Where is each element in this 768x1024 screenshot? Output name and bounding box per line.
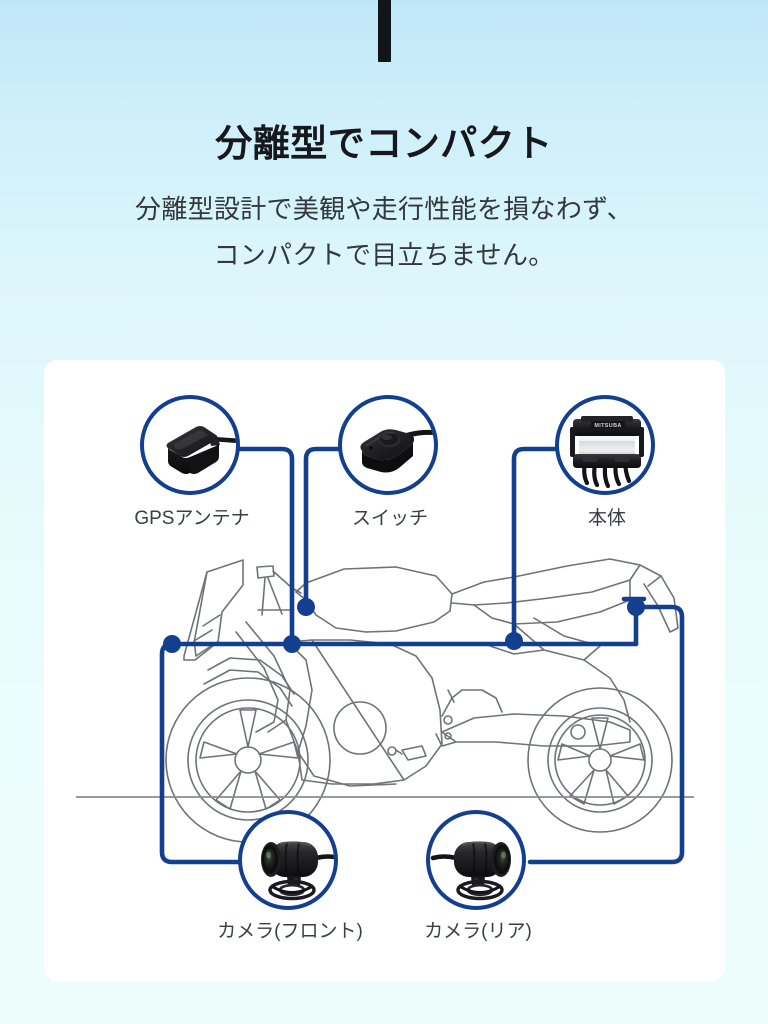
camera-rear-bubble bbox=[426, 810, 526, 910]
callout-camera-rear[interactable]: カメラ(リア) bbox=[424, 810, 532, 942]
callout-label-gps-antenna: GPSアンテナ bbox=[134, 508, 250, 529]
callout-main-unit[interactable]: MITSUBA 本体 bbox=[555, 395, 659, 529]
bullet-camera-icon bbox=[430, 841, 511, 901]
page-title: 分離型でコンパクト bbox=[215, 122, 553, 164]
callout-camera-front[interactable]: カメラ(フロント) bbox=[217, 810, 363, 942]
main-unit-bubble: MITSUBA bbox=[555, 395, 655, 495]
top-accent-bar bbox=[378, 0, 391, 62]
gps-antenna-bubble bbox=[140, 395, 240, 495]
page-subtitle-line-1: 分離型設計で美観や走行性能を損なわず、 bbox=[135, 194, 633, 224]
callout-label-camera-front: カメラ(フロント) bbox=[217, 921, 363, 942]
callout-label-camera-rear: カメラ(リア) bbox=[424, 921, 532, 942]
callout-label-switch: スイッチ bbox=[351, 508, 428, 529]
connection-routing-lines bbox=[159, 446, 685, 865]
page-subtitle: 分離型設計で美観や走行性能を損なわず、 コンパクトで目立ちません。 bbox=[0, 186, 768, 278]
switch-pod-icon bbox=[360, 429, 434, 473]
page-subtitle-line-2: コンパクトで目立ちません。 bbox=[213, 240, 555, 270]
callout-gps-antenna[interactable]: GPSアンテナ bbox=[134, 395, 250, 529]
main-unit-brand-text: MITSUBA bbox=[594, 423, 621, 429]
main-unit-icon: MITSUBA bbox=[570, 416, 644, 489]
camera-front-bubble bbox=[238, 810, 338, 910]
diagram-stage: GPSアンテナ bbox=[44, 360, 725, 981]
connection-nodes bbox=[163, 598, 645, 653]
switch-bubble bbox=[338, 395, 438, 495]
product-diagram-card: GPSアンテナ bbox=[44, 360, 725, 981]
gps-antenna-icon bbox=[166, 426, 236, 474]
callout-label-main-unit: 本体 bbox=[587, 508, 626, 529]
bullet-camera-icon bbox=[261, 841, 334, 901]
callout-switch[interactable]: スイッチ bbox=[338, 395, 442, 529]
